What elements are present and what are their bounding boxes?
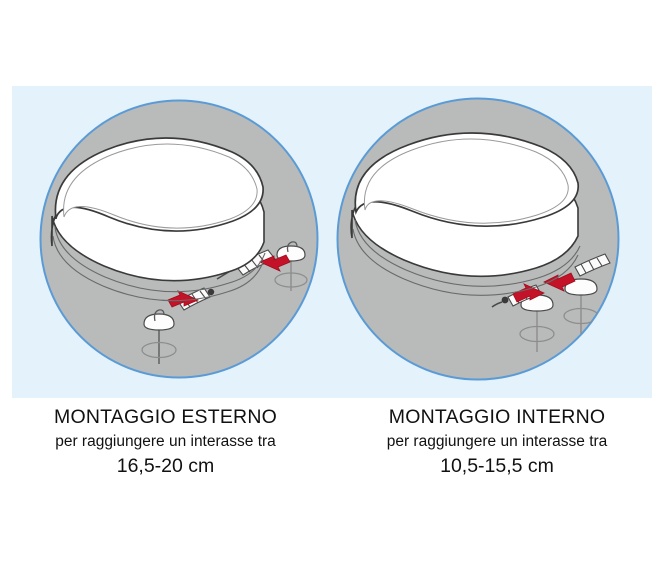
hinge-left-esterno	[141, 309, 177, 364]
caption-esterno-title: MONTAGGIO ESTERNO	[54, 406, 277, 428]
caption-interno-subtitle: per raggiungere un interasse tra	[386, 433, 608, 450]
captions-row: MONTAGGIO ESTERNO per raggiungere un int…	[0, 404, 663, 479]
hinge-bar-outer-interno	[574, 253, 611, 277]
caption-esterno: MONTAGGIO ESTERNO per raggiungere un int…	[0, 404, 331, 479]
caption-esterno-subtitle: per raggiungere un interasse tra	[55, 433, 276, 450]
panel-interno-illustration	[332, 86, 652, 398]
caption-esterno-value: 16,5-20 cm	[116, 455, 215, 477]
hinge-outer-interno	[563, 278, 599, 334]
toilet-seat-lid-esterno	[50, 137, 266, 302]
arrow-right-esterno-outward	[259, 254, 291, 272]
arrow-lower-interno-inward	[512, 283, 545, 303]
panel-esterno-illustration	[12, 86, 332, 398]
toilet-seat-lid-interno	[350, 132, 581, 296]
caption-interno-title: MONTAGGIO INTERNO	[388, 406, 606, 428]
caption-interno: MONTAGGIO INTERNO per raggiungere un int…	[331, 404, 663, 479]
caption-interno-value: 10,5-15,5 cm	[440, 455, 554, 477]
arrow-upper-interno-inward	[543, 272, 576, 292]
